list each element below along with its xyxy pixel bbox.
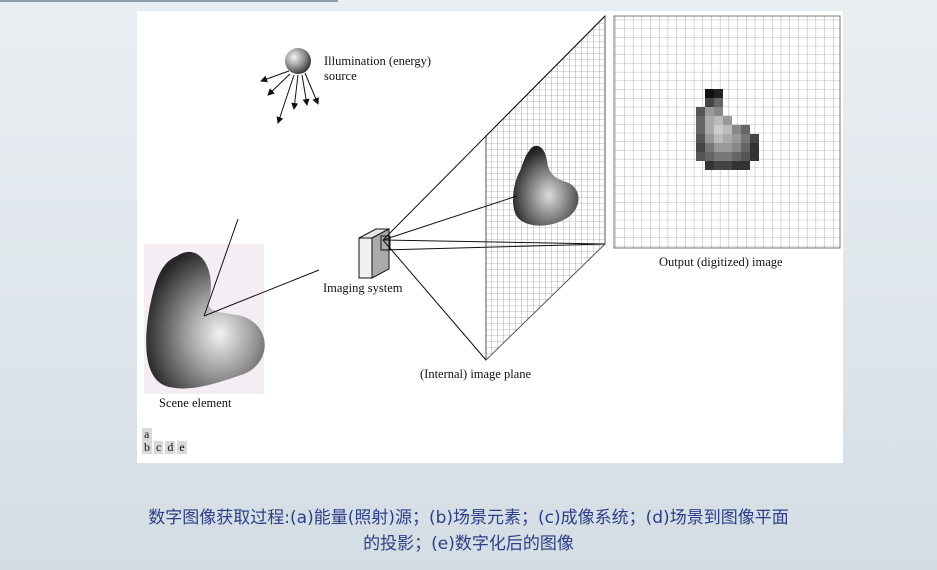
scene-element [144, 218, 320, 394]
image-plane-label: (Internal) image plane [420, 367, 532, 381]
figure-panel: Illumination (energy) source Output (dig… [137, 11, 843, 463]
tag-d: d [165, 440, 176, 454]
illumination-label-line2: source [324, 69, 357, 83]
panel-tags: a b c d e [142, 428, 187, 454]
digitized-pixels [696, 89, 759, 170]
output-image [613, 15, 841, 249]
tag-e: e [177, 440, 187, 454]
acquisition-diagram [144, 14, 841, 394]
tag-b: b [144, 440, 150, 454]
illumination-source [260, 48, 319, 124]
caption-line-2: 的投影；(e)数字化后的图像 [363, 534, 574, 554]
imaging-system [358, 228, 391, 279]
image-plane [485, 14, 606, 362]
illumination-label: Illumination (energy) [324, 54, 432, 68]
projection-rays [382, 15, 606, 361]
scene-element-label: Scene element [159, 396, 232, 410]
tag-stack-ab: a b [142, 428, 152, 454]
header-rule [0, 0, 338, 2]
imaging-system-label: Imaging system [323, 281, 403, 295]
output-image-label: Output (digitized) image [659, 255, 783, 269]
tag-c: c [154, 440, 164, 454]
figure-caption: 数字图像获取过程:(a)能量(照射)源；(b)场景元素；(c)成像系统；(d)场… [0, 505, 937, 557]
tag-a: a [144, 427, 150, 441]
caption-line-1: 数字图像获取过程:(a)能量(照射)源；(b)场景元素；(c)成像系统；(d)场… [148, 508, 789, 528]
